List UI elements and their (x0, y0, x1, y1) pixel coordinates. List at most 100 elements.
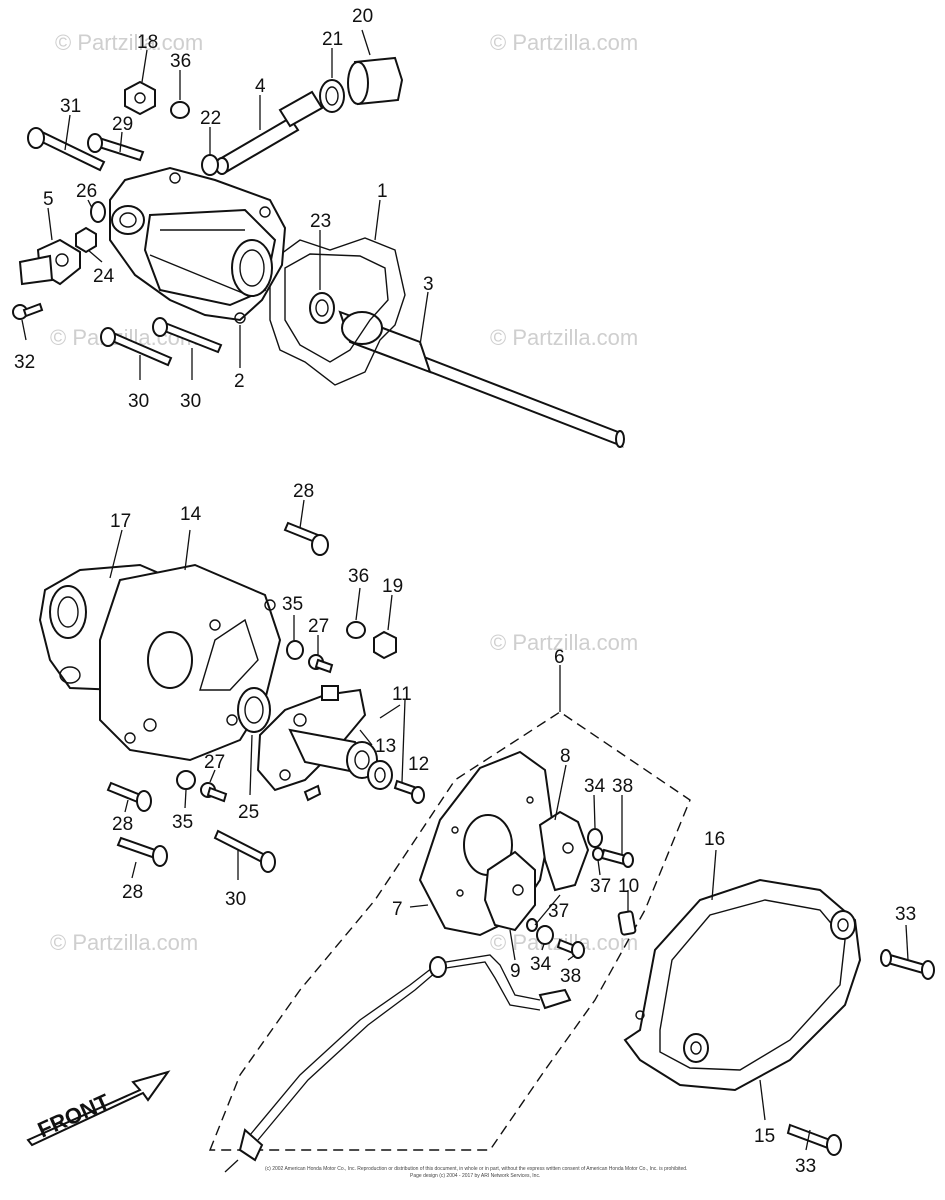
part-19-nut (373, 630, 397, 660)
callout-9: 9 (510, 961, 521, 982)
callout-10: 10 (618, 876, 639, 897)
callout-8: 8 (560, 746, 571, 767)
callout-30: 30 (180, 391, 201, 412)
callout-23: 23 (310, 211, 331, 232)
governor-housing-assembly (38, 521, 425, 873)
callout-17: 17 (110, 511, 131, 532)
part-16-cover (623, 878, 862, 1092)
callout-1: 1 (377, 181, 388, 202)
part-4-pinion-shaft (215, 90, 324, 175)
footer-copyright: (c) 2002 American Honda Motor Co., Inc. … (265, 1166, 687, 1179)
part-28-bolt-b (106, 781, 152, 812)
part-28-bolt-c (116, 836, 168, 867)
part-1-gasket (269, 237, 406, 386)
callout-34: 34 (530, 954, 552, 975)
part-12-bolt (393, 779, 425, 804)
part-14-cover (99, 563, 282, 762)
callout-14: 14 (180, 504, 202, 525)
watermark-text: © Partzilla.com (50, 930, 198, 955)
part-35-washer-b (176, 770, 196, 790)
callout-11: 11 (392, 684, 412, 705)
watermark-text: © Partzilla.com (55, 30, 203, 55)
watermark-text: © Partzilla.com (490, 325, 638, 350)
callout-21: 21 (322, 29, 343, 50)
front-direction-indicator: FRONT (26, 1070, 171, 1147)
callout-34: 34 (584, 776, 606, 797)
part-6-group-outline (208, 711, 691, 1151)
part-34-washer-b (536, 925, 554, 945)
callout-29: 29 (112, 114, 133, 135)
callout-37: 37 (548, 901, 569, 922)
front-label: FRONT (34, 1089, 114, 1143)
callout-27: 27 (308, 616, 329, 637)
part-27-bolt-b (200, 782, 228, 803)
part-5-fitting (18, 238, 81, 286)
breaker-point-assembly (208, 711, 691, 1173)
callout-28: 28 (293, 481, 314, 502)
callout-20: 20 (352, 6, 373, 27)
callout-13: 13 (375, 736, 396, 757)
footer-line-1: (c) 2002 American Honda Motor Co., Inc. … (265, 1166, 687, 1172)
part-37-washer-b (526, 918, 538, 932)
part-36-washer-b (346, 621, 366, 639)
part-3-shaft (338, 310, 625, 448)
callout-31: 31 (60, 96, 81, 117)
callout-18: 18 (137, 32, 158, 53)
callout-35: 35 (172, 812, 193, 833)
part-33-screw-a (880, 949, 935, 980)
part-30-bolt-b (152, 317, 223, 354)
part-24-nut (75, 226, 97, 254)
callout-36: 36 (170, 51, 191, 72)
callout-33: 33 (895, 904, 916, 925)
callout-37: 37 (590, 876, 611, 897)
part-29-bolt (87, 133, 145, 162)
callout-28: 28 (122, 882, 143, 903)
watermark-text: © Partzilla.com (490, 630, 638, 655)
callout-35: 35 (282, 594, 303, 615)
callout-38: 38 (612, 776, 633, 797)
callout-28: 28 (112, 814, 133, 835)
part-27-bolt-a (308, 654, 334, 674)
callout-27: 27 (204, 752, 225, 773)
callout-12: 12 (408, 754, 429, 775)
part-25-seal (237, 687, 271, 733)
callout-25: 25 (238, 802, 259, 823)
part-9-contact-breaker (483, 850, 536, 932)
callout-24: 24 (93, 266, 115, 287)
callout-38: 38 (560, 966, 581, 987)
speedometer-gearbox-assembly (12, 56, 625, 448)
callout-3: 3 (423, 274, 434, 295)
part-30-bolt-c (213, 829, 276, 873)
part-34-washer-a (587, 828, 603, 848)
part-38-screw-a (600, 848, 634, 868)
part-30-bolt-a (100, 327, 173, 367)
callout-36: 36 (348, 566, 369, 587)
callout-26: 26 (76, 181, 97, 202)
part-18-nut (124, 80, 156, 116)
part-26-washer (90, 201, 106, 223)
part-38-screw-b (556, 938, 585, 959)
part-13-washer (367, 760, 393, 790)
part-32-screw (12, 302, 44, 320)
leader-lines (21, 29, 909, 1151)
callout-32: 32 (14, 352, 35, 373)
part-22-washer (201, 154, 219, 176)
part-10-felt (617, 910, 637, 936)
callout-labels: 20 18 36 21 4 31 29 22 1 5 26 23 24 3 32… (14, 6, 916, 1177)
callout-22: 22 (200, 108, 221, 129)
part-1-gasket-inner (284, 253, 389, 363)
part-36-washer (170, 101, 190, 119)
callout-2: 2 (234, 371, 245, 392)
part-2-housing (109, 166, 287, 324)
part-35-washer-a (286, 640, 304, 660)
part-11-governor (256, 685, 378, 802)
wire-harness (224, 954, 572, 1173)
part-33-screw-b (786, 1123, 842, 1156)
part-21-washer (319, 79, 345, 113)
callout-33: 33 (795, 1156, 816, 1177)
callout-16: 16 (704, 829, 725, 850)
callout-4: 4 (255, 76, 266, 97)
part-28-bolt-a (283, 521, 329, 556)
part-23-oring (309, 292, 335, 324)
